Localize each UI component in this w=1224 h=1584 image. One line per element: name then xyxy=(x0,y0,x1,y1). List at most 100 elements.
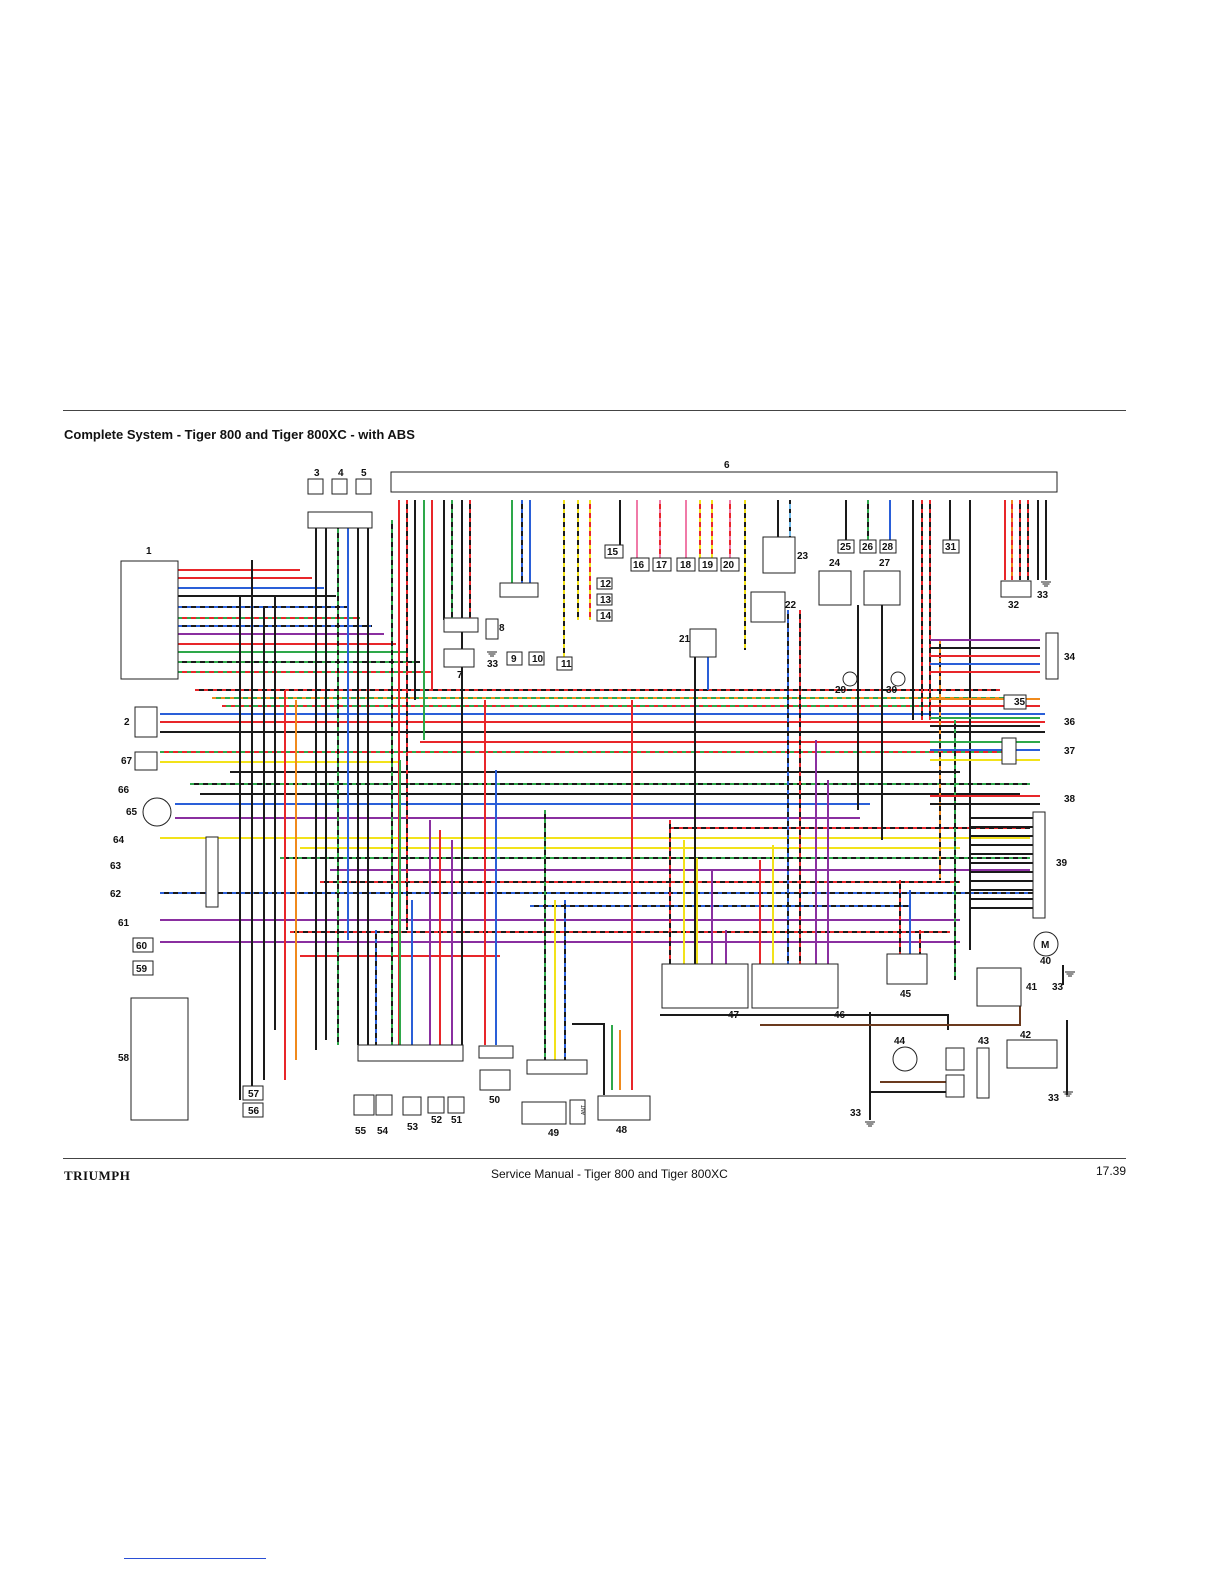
component-label-47: 47 xyxy=(728,1010,740,1021)
component-54-box xyxy=(375,1094,393,1116)
component-41-box xyxy=(976,967,1022,1007)
component-29-circle xyxy=(842,671,858,687)
component-label-53: 53 xyxy=(407,1122,419,1133)
component-label-35: 35 xyxy=(1014,697,1026,708)
component-7-box xyxy=(443,648,475,668)
component-label-46: 46 xyxy=(834,1010,846,1021)
ecm-connector xyxy=(390,471,1058,493)
component-19-box xyxy=(698,557,718,572)
motor-symbol-label: M xyxy=(1041,940,1049,951)
component-label-63: 63 xyxy=(110,861,122,872)
component-label-64: 64 xyxy=(113,835,125,846)
component-21-box xyxy=(689,628,717,658)
component-label-5: 5 xyxy=(361,468,367,479)
component-14-box xyxy=(596,609,613,622)
component-label-41: 41 xyxy=(1026,982,1038,993)
component-label-10: 10 xyxy=(532,654,544,665)
footer-rule xyxy=(63,1158,1126,1159)
ground-symbol xyxy=(1041,581,1051,587)
component-label-13: 13 xyxy=(600,595,612,606)
component-label-9: 9 xyxy=(511,654,517,665)
component-3-box xyxy=(307,478,324,495)
component-23-box xyxy=(762,536,796,574)
component-20-box xyxy=(720,557,740,572)
component-47-box xyxy=(661,963,749,1009)
component-15-box xyxy=(604,544,624,559)
switch-connector xyxy=(307,511,373,529)
side-connector xyxy=(205,836,219,908)
component-antenna-box xyxy=(569,1099,586,1125)
component-label-11: 11 xyxy=(561,659,572,670)
component-label-17: 17 xyxy=(656,560,668,571)
component-label-51: 51 xyxy=(451,1115,463,1126)
component-13-box xyxy=(596,593,613,606)
component-layer xyxy=(120,471,1059,1125)
fuse-bus xyxy=(660,1014,949,1030)
component-50-connector xyxy=(478,1045,514,1059)
component-label-12: 12 xyxy=(600,579,612,590)
component-58-box xyxy=(130,997,189,1121)
component-label-34: 34 xyxy=(1064,652,1076,663)
ground-symbol xyxy=(1065,971,1075,977)
component-label-37: 37 xyxy=(1064,746,1076,757)
wire-layer xyxy=(160,500,1068,1120)
component-25-box xyxy=(837,539,855,554)
component-49-connector xyxy=(526,1059,588,1075)
component-57-box xyxy=(242,1085,264,1101)
component-label-24: 24 xyxy=(829,558,841,569)
component-label-38: 38 xyxy=(1064,794,1076,805)
component-label-56: 56 xyxy=(248,1106,260,1117)
component-label-67: 67 xyxy=(121,756,133,767)
component-5-box xyxy=(355,478,372,495)
component-35-box xyxy=(1003,694,1027,710)
component-46-box xyxy=(751,963,839,1009)
component-label-33: 33 xyxy=(1037,590,1049,601)
component-10-box xyxy=(528,651,545,666)
page-title: Complete System - Tiger 800 and Tiger 80… xyxy=(64,427,415,442)
component-label-25: 25 xyxy=(840,542,852,553)
component-34-box xyxy=(1045,632,1059,680)
component-45-box xyxy=(886,953,928,985)
component-label-45: 45 xyxy=(900,989,912,1000)
component-label-33: 33 xyxy=(1048,1093,1060,1104)
component-label-22: 22 xyxy=(785,600,797,611)
component-50-box xyxy=(479,1069,511,1091)
component-43c-box xyxy=(945,1074,965,1098)
component-42-box xyxy=(1006,1039,1058,1069)
component-label-20: 20 xyxy=(723,560,735,571)
ground-symbol xyxy=(487,651,497,657)
ground-symbol xyxy=(865,1121,875,1127)
component-52-box xyxy=(427,1096,445,1114)
component-label-8: 8 xyxy=(499,623,505,634)
component-label-61: 61 xyxy=(118,918,130,929)
component-67-box xyxy=(134,751,158,771)
component-label-39: 39 xyxy=(1056,858,1068,869)
component-4-box xyxy=(331,478,348,495)
component-label-1: 1 xyxy=(146,546,152,557)
component-label-23: 23 xyxy=(797,551,809,562)
component-2-box xyxy=(134,706,158,738)
component-44-circle xyxy=(892,1046,918,1072)
footer-manual-title: Service Manual - Tiger 800 and Tiger 800… xyxy=(491,1167,728,1181)
component-label-57: 57 xyxy=(248,1089,260,1100)
antenna-wire xyxy=(572,1023,605,1095)
component-label-28: 28 xyxy=(882,542,894,553)
component-16-box xyxy=(630,557,650,572)
component-label-14: 14 xyxy=(600,611,612,622)
harness-connector xyxy=(357,1044,464,1062)
component-39-box xyxy=(1032,811,1046,919)
component-31-box xyxy=(942,539,960,554)
component-label-62: 62 xyxy=(110,889,122,900)
component-label-15: 15 xyxy=(607,547,619,558)
component-59-box xyxy=(132,960,154,976)
component-label-59: 59 xyxy=(136,964,148,975)
component-24-box xyxy=(818,570,852,606)
component-11-box xyxy=(556,656,573,671)
component-label-65: 65 xyxy=(126,807,138,818)
bottom-link-underline xyxy=(124,1558,266,1559)
component-56-box xyxy=(242,1102,264,1118)
component-label-31: 31 xyxy=(945,542,957,553)
component-label-19: 19 xyxy=(702,560,714,571)
